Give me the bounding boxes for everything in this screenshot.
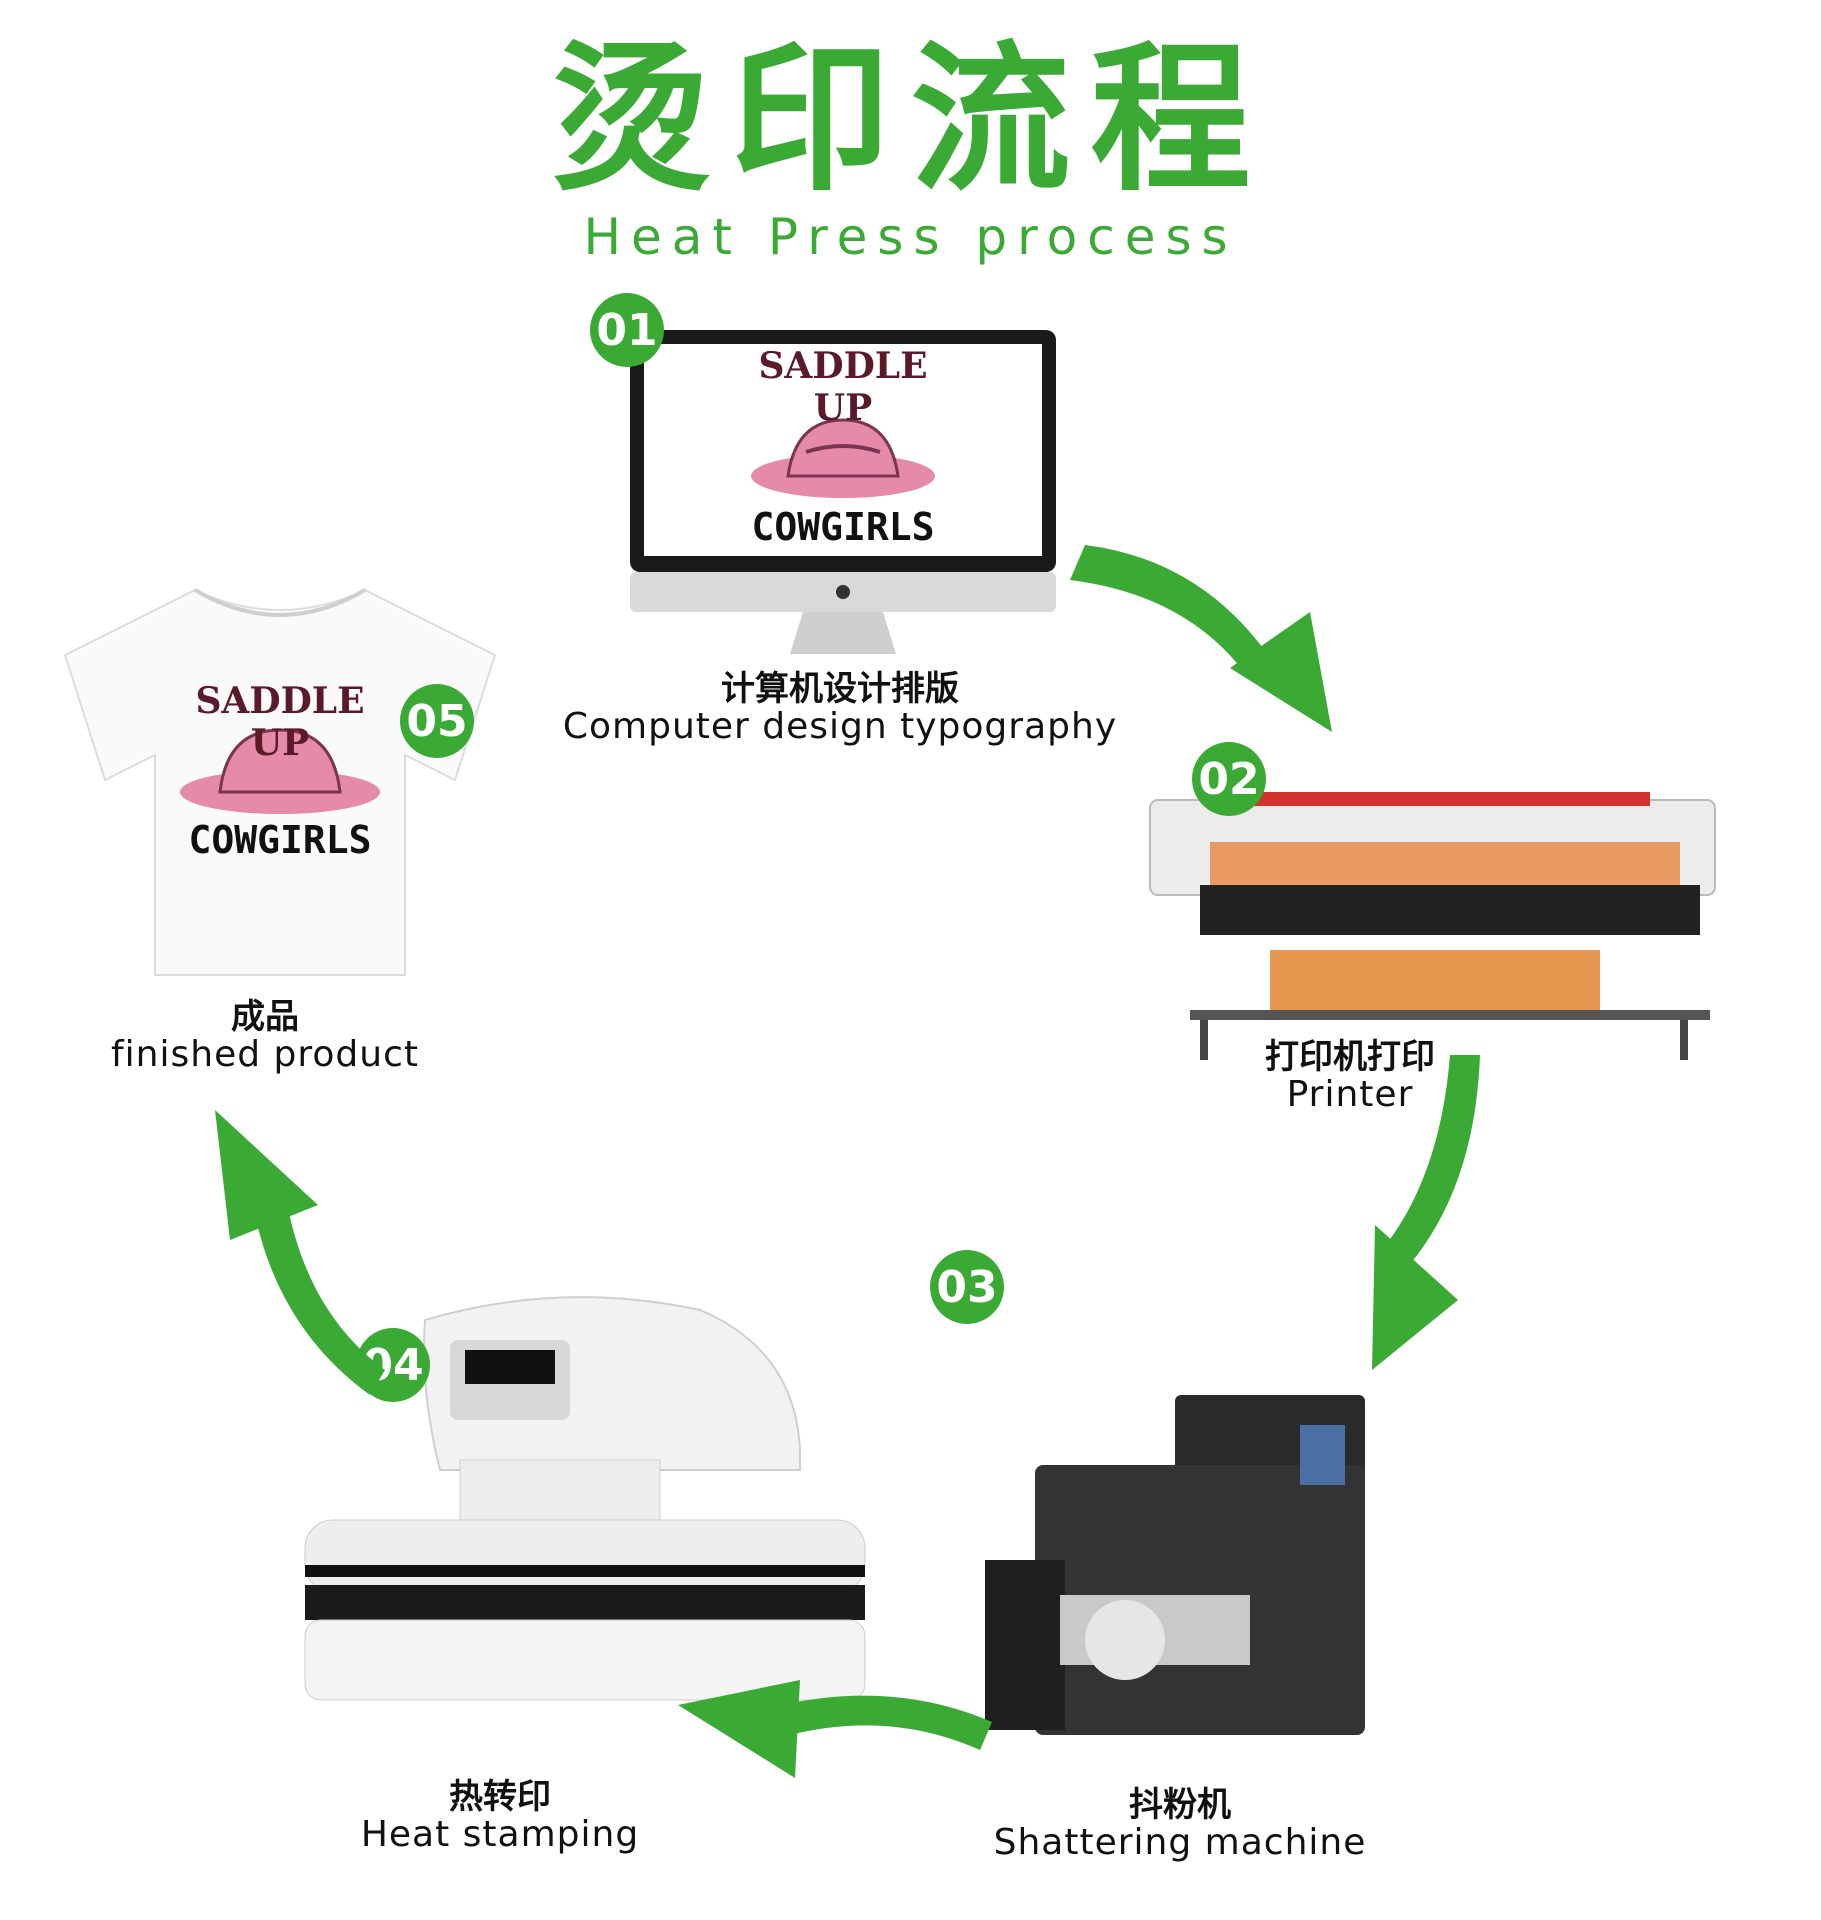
monitor-artwork-subtitle: COWGIRLS: [751, 505, 935, 549]
arrow-04-to-05: [215, 1110, 385, 1395]
step-04-label-en: Heat stamping: [360, 1813, 640, 1855]
shirt-artwork-title: SADDLE UP: [195, 680, 365, 764]
step-03-badge: 03: [930, 1250, 1004, 1324]
step-05-badge: 05: [400, 684, 474, 758]
monitor-artwork-title: SADDLE UP: [758, 345, 928, 429]
step-03-label-en: Shattering machine: [993, 1821, 1367, 1863]
powder-shaker-machine-icon: [975, 1385, 1435, 1755]
arrow-03-to-04: [678, 1680, 992, 1778]
shirt-artwork-subtitle: COWGIRLS: [188, 818, 372, 862]
step-01-label-zh: 计算机设计排版: [721, 669, 959, 709]
arrow-01-to-02: [1070, 545, 1332, 732]
step-04-label-zh: 热转印: [449, 1777, 551, 1817]
heat-press-machine-icon: [300, 1280, 870, 1720]
step-05-caption: 成品 finished product: [80, 997, 450, 1075]
step-01-badge: 01: [590, 293, 664, 367]
page-title: 烫印流程: [550, 26, 1271, 213]
page-subtitle: Heat Press process: [583, 208, 1238, 266]
tshirt-icon: [55, 580, 505, 980]
step-05-label-en: finished product: [111, 1033, 419, 1075]
step-01-caption: 计算机设计排版 Computer design typography: [530, 669, 1150, 747]
step-01-label-en: Computer design typography: [562, 705, 1118, 747]
step-03-label-zh: 抖粉机: [1129, 1785, 1231, 1825]
step-02-caption: 打印机打印 Printer: [1100, 1037, 1600, 1115]
step-02-label-zh: 打印机打印: [1265, 1037, 1435, 1077]
arrow-02-to-03: [1372, 1055, 1480, 1370]
step-03-caption: 抖粉机 Shattering machine: [960, 1785, 1400, 1863]
large-format-printer-icon: [1140, 780, 1730, 1080]
step-02-label-en: Printer: [1286, 1073, 1414, 1115]
step-02-badge: 02: [1192, 742, 1266, 816]
step-05-label-zh: 成品: [231, 997, 299, 1037]
computer-monitor-icon: [628, 328, 1058, 658]
step-04-caption: 热转印 Heat stamping: [300, 1777, 700, 1855]
